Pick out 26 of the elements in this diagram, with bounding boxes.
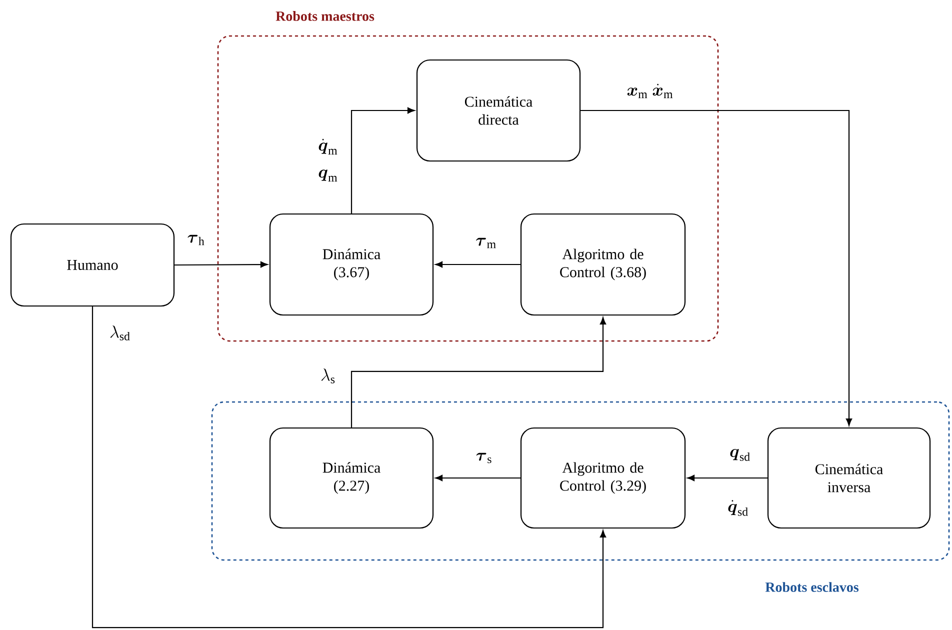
process-box: Humano — [10, 223, 175, 307]
edge-label: $\lambda_\mathrm{sd}$ — [108, 324, 132, 342]
process-box: Cinemática directa — [416, 59, 581, 162]
process-box: Algoritmo de Control (3.29) — [520, 427, 686, 529]
group-heading: Robots maestros — [276, 11, 374, 21]
edge-label: $\boldsymbol{\tau}_\mathrm{s}$ — [474, 450, 494, 466]
group-heading: Robots esclavos — [765, 582, 859, 592]
process-box: Algoritmo de Control (3.68) — [520, 213, 686, 316]
process-box: Dinámica (2.27) — [269, 427, 434, 529]
process-box: Cinemática inversa — [767, 427, 931, 529]
edge-label: $\lambda_\mathrm{s}$ — [318, 366, 338, 386]
arrow — [92, 306, 606, 628]
edge-label: $\boldsymbol{q}_\mathrm{sd}$ — [727, 447, 753, 463]
arrow — [435, 261, 520, 268]
arrow — [687, 474, 768, 482]
process-box: Dinámica (3.67) — [269, 213, 434, 316]
arrow — [350, 317, 606, 428]
signal-label: $\dot{\boldsymbol{q}}_\mathrm{sd}$ — [728, 500, 748, 516]
edge-label: $\boldsymbol{\tau}_\mathrm{m}$ — [473, 236, 499, 250]
edge-label: $\boldsymbol{x}_\mathrm{m}\ \dot{\boldsymbol{x}}_\mathrm{m}$ — [624, 82, 676, 100]
arrow — [174, 261, 268, 268]
arrow — [580, 110, 852, 426]
edge-label: $\begin{gathered}\dot{\boldsymbol{q}}_\mathrm{m}\\[4pt] \boldsymbol{q}_\mathrm{m}\end{gathered}$ — [316, 134, 340, 186]
edge-label: $\boldsymbol{\tau}_\mathrm{h}$ — [185, 232, 207, 248]
arrow — [350, 107, 415, 214]
arrow — [435, 474, 520, 482]
